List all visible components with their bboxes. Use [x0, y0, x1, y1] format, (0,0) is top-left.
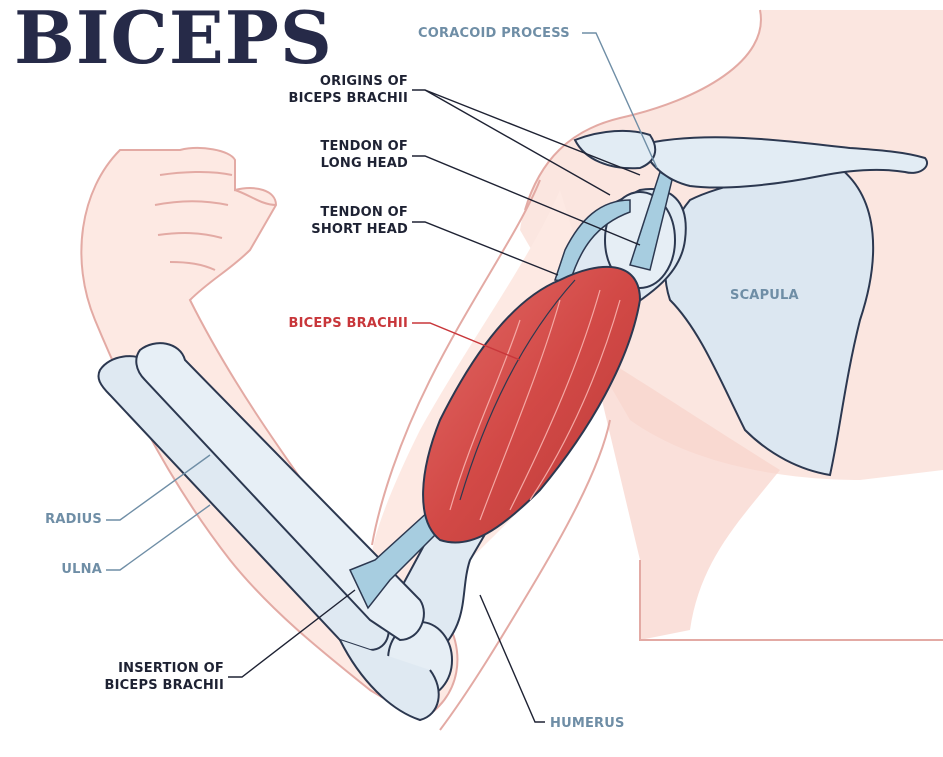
- label-text: LONG HEAD: [320, 156, 408, 171]
- label-text: BICEPS BRACHII: [288, 316, 408, 331]
- page-title: BICEPS: [14, 0, 333, 80]
- forearm-bones: [97, 342, 440, 722]
- label-biceps-brachii: BICEPS BRACHII: [250, 315, 408, 332]
- label-origins-of-biceps-brachii: ORIGINS OF BICEPS BRACHII: [250, 73, 408, 107]
- label-text: SHORT HEAD: [311, 222, 408, 237]
- label-text: SCAPULA: [730, 288, 799, 303]
- label-text: TENDON OF: [320, 139, 408, 154]
- label-tendon-of-short-head: TENDON OF SHORT HEAD: [250, 204, 408, 238]
- label-text: BICEPS BRACHII: [104, 678, 224, 693]
- label-text: HUMERUS: [550, 716, 625, 731]
- label-text: CORACOID PROCESS: [418, 26, 570, 41]
- label-radius: RADIUS: [20, 511, 102, 528]
- label-scapula: SCAPULA: [730, 287, 799, 304]
- label-text: BICEPS BRACHII: [288, 91, 408, 106]
- label-text: ORIGINS OF: [319, 74, 408, 89]
- label-text: TENDON OF: [320, 205, 408, 220]
- leader-lines: [106, 32, 658, 723]
- biceps-muscle: [422, 265, 642, 544]
- label-text: RADIUS: [45, 512, 102, 527]
- label-humerus: HUMERUS: [550, 715, 625, 732]
- scapula-bone: [573, 129, 928, 477]
- label-ulna: ULNA: [20, 561, 102, 578]
- label-coracoid-process: CORACOID PROCESS: [418, 25, 570, 42]
- label-text: INSERTION OF: [118, 661, 224, 676]
- label-insertion-of-biceps-brachii: INSERTION OF BICEPS BRACHII: [60, 660, 224, 694]
- label-tendon-of-long-head: TENDON OF LONG HEAD: [250, 138, 408, 172]
- label-text: ULNA: [61, 562, 102, 577]
